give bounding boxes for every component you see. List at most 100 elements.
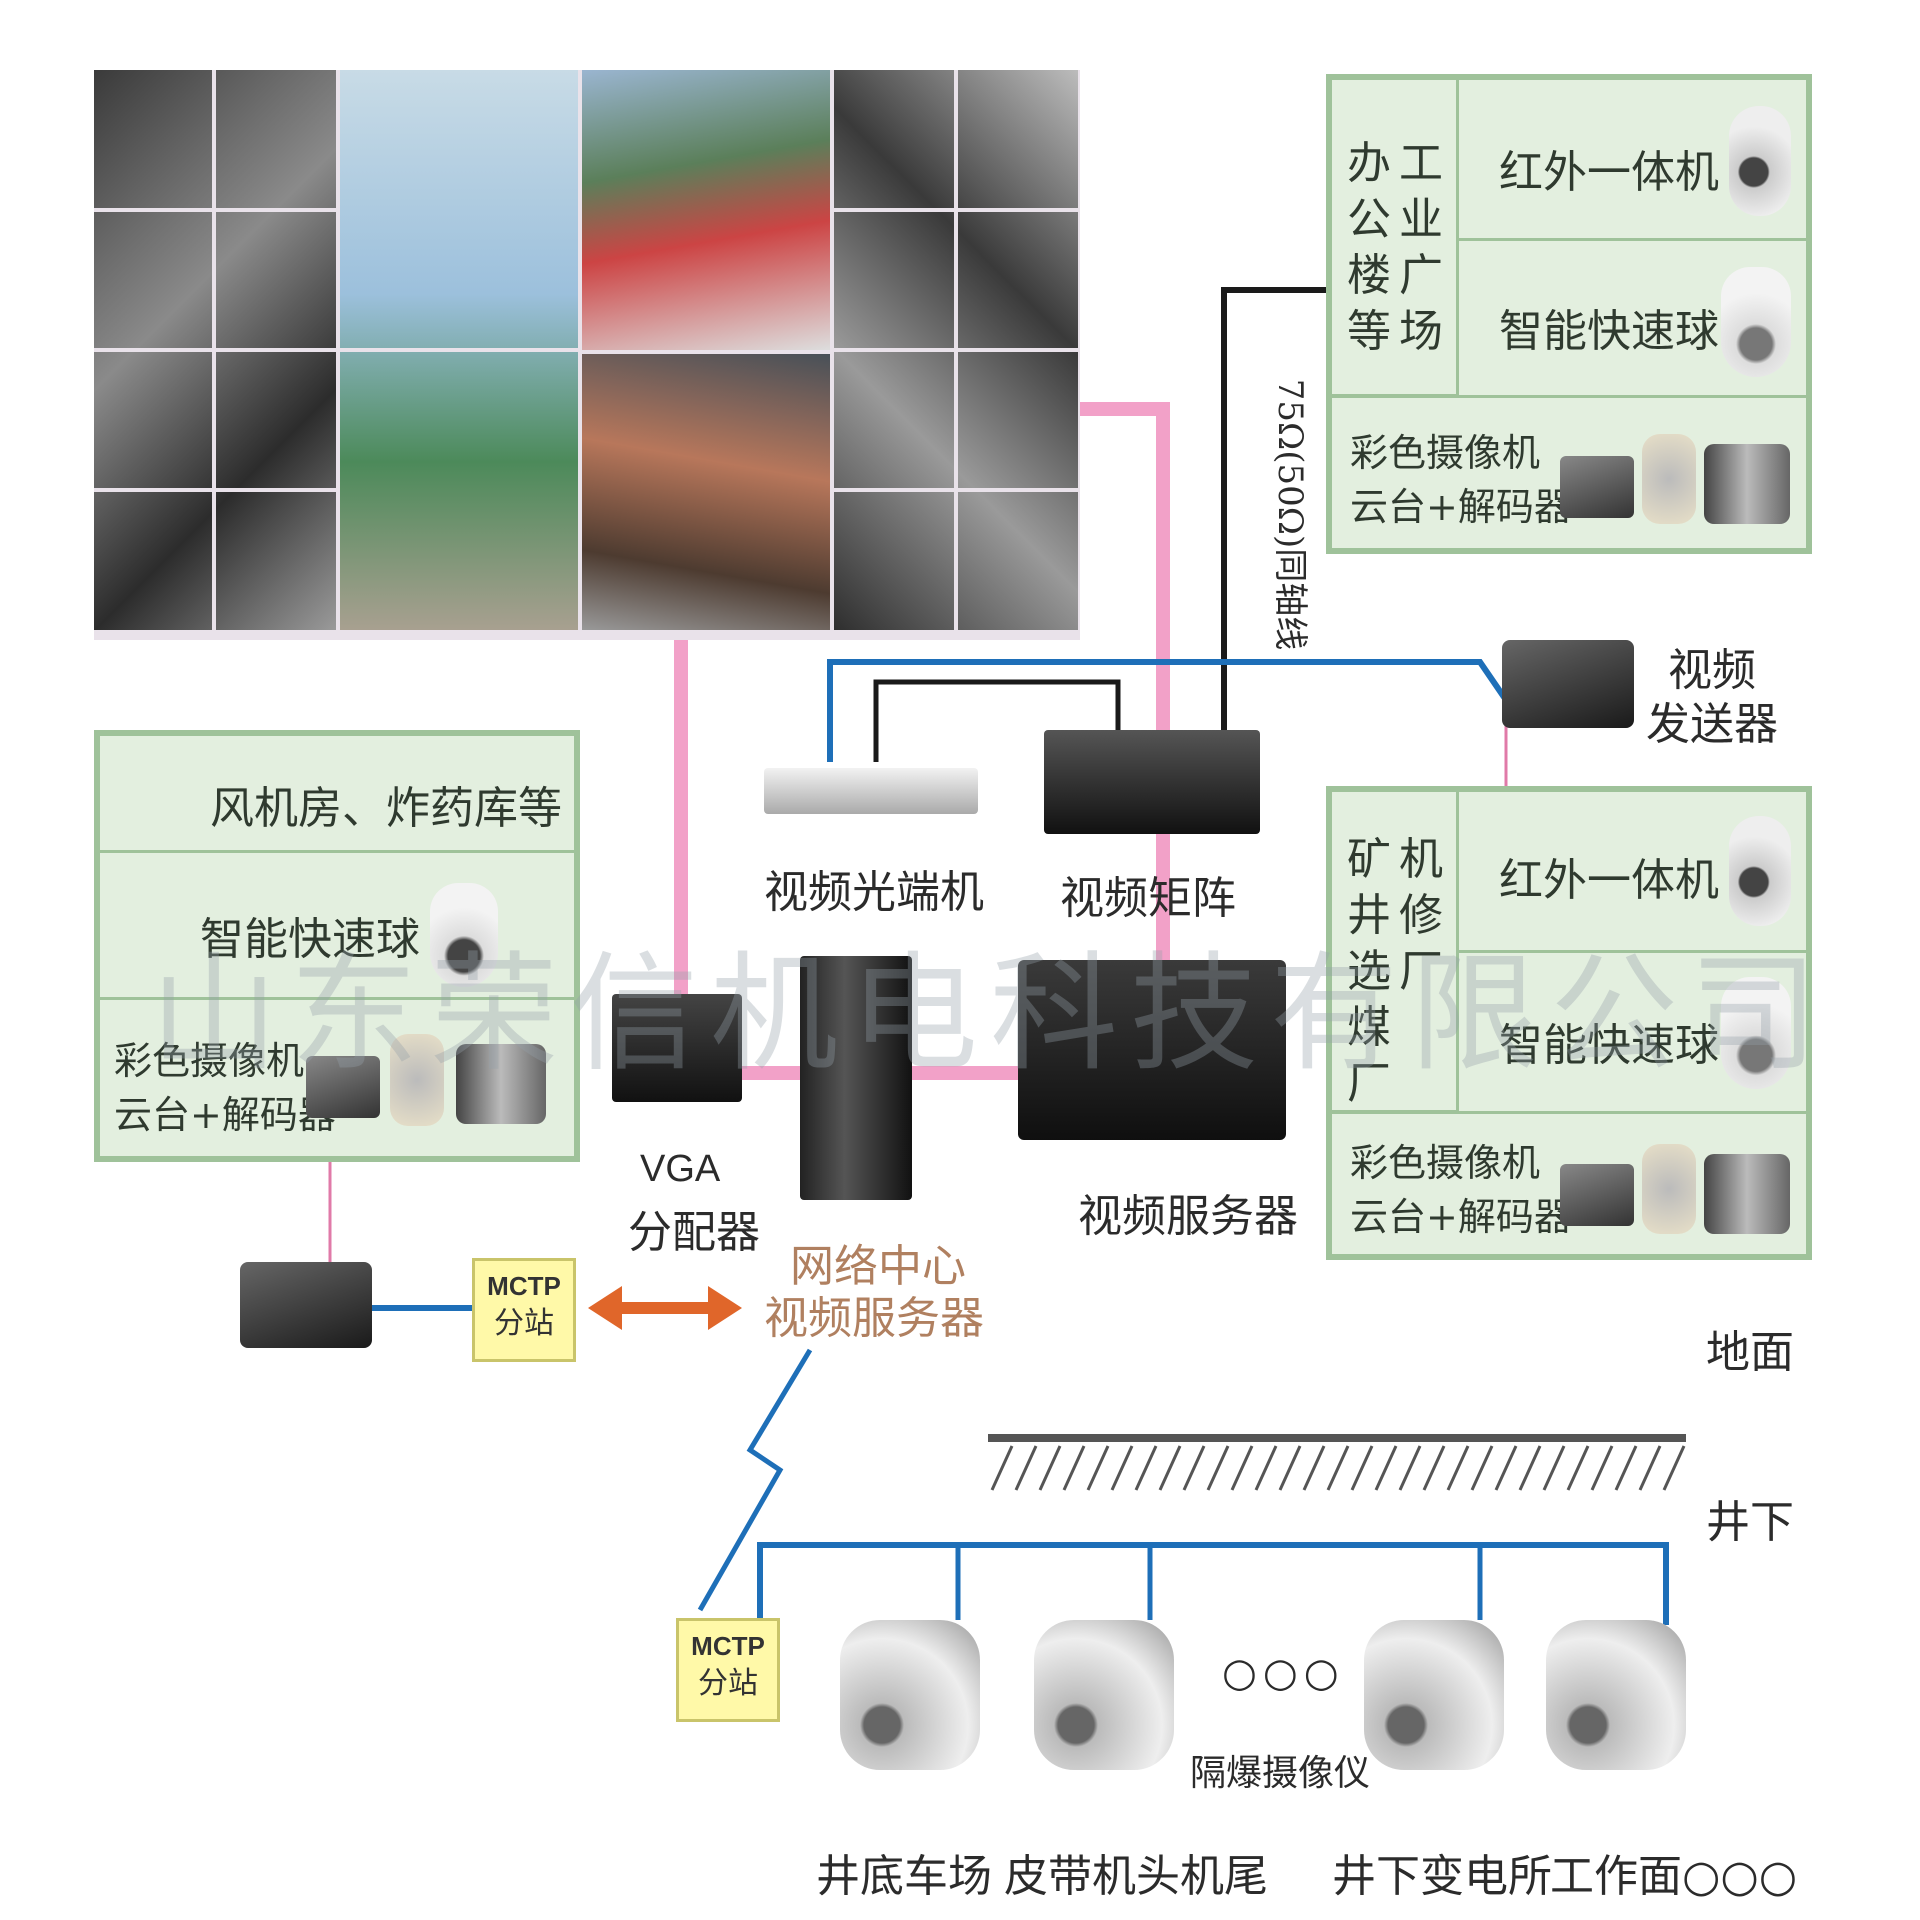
video-wall-grid (94, 70, 1078, 630)
hatch-mark (1326, 1445, 1350, 1491)
ptz-decoder-label: 云台+解码器 (1350, 485, 1572, 529)
mine-speed-dome-icon (1721, 977, 1791, 1089)
hatch-mark (1086, 1445, 1110, 1491)
hatch-mark (1302, 1445, 1326, 1491)
panel-office-area: 办公楼等 工业广场 红外一体机 智能快速球 彩色摄像机 云台+解码器 (1326, 74, 1812, 554)
video-optical-device (764, 768, 978, 814)
fan-room-header: 风机房、炸药库等 (97, 733, 577, 853)
watermark: 山东荣信机电科技有限公司 (150, 940, 1831, 1089)
fan-row-color: 彩色摄像机 云台+解码器 (97, 997, 577, 1159)
location-label: 井底车场 (816, 1851, 992, 1902)
video-sender-device (1502, 640, 1634, 728)
hatch-mark (1566, 1445, 1590, 1491)
camera-feed-landscape (582, 70, 830, 350)
hatch-mark (1350, 1445, 1374, 1491)
ground-hatch (990, 1445, 1686, 1491)
ground-label: 地面 (1706, 1327, 1794, 1378)
fan-speed-dome-label: 智能快速球 (200, 914, 420, 965)
fan-ptz-icon (390, 1034, 444, 1126)
pink-link-wall-vga (674, 640, 688, 1020)
speed-dome-icon (1721, 267, 1791, 377)
orange-arrow-left (588, 1286, 622, 1330)
camera-feed-street (582, 354, 830, 630)
pink-link-wall-matrix (1080, 402, 1170, 416)
hatch-mark (1494, 1445, 1518, 1491)
server-tower-device (800, 956, 912, 1200)
explosion-camera-icon (1364, 1620, 1504, 1770)
hatch-mark (1470, 1445, 1494, 1491)
explosion-camera-icon (840, 1620, 980, 1770)
color-camera-label: 彩色摄像机 (1350, 431, 1541, 475)
hatch-mark (1518, 1445, 1542, 1491)
hatch-mark (1278, 1445, 1302, 1491)
hatch-mark (1614, 1445, 1638, 1491)
net-center-label-2: 视频服务器 (764, 1293, 984, 1344)
ptz-icon (1642, 434, 1696, 524)
video-sender-label-1: 视频 (1668, 645, 1756, 696)
hatch-mark (1230, 1445, 1254, 1491)
fan-room-header-label: 风机房、炸药库等 (210, 783, 562, 834)
vga-label-2: 分配器 (628, 1207, 760, 1258)
hatch-mark (1134, 1445, 1158, 1491)
hatch-mark (1398, 1445, 1422, 1491)
mine-decoder-box-icon (1560, 1164, 1634, 1226)
panel-fan-room: 风机房、炸药库等 智能快速球 彩色摄像机 云台+解码器 (94, 730, 580, 1162)
hatch-mark (1590, 1445, 1614, 1491)
explosion-camera-icon (1546, 1620, 1686, 1770)
location-label: 井下变电所 (1332, 1851, 1552, 1902)
explosion-camera-label: 隔爆摄像仪 (1190, 1753, 1371, 1794)
hatch-mark (1638, 1445, 1662, 1491)
mctp-label-2: MCTP (691, 1631, 765, 1661)
mine-speed-dome-label: 智能快速球 (1499, 1020, 1719, 1071)
underground-label: 井下 (1706, 1497, 1794, 1548)
office-side-label: 办公楼等 (1347, 138, 1391, 357)
fan-row-speeddome: 智能快速球 (97, 850, 577, 1000)
blue-cable-top (827, 659, 1509, 762)
ir-dome-camera-icon (1729, 106, 1791, 216)
fan-decoder-box-icon (306, 1056, 380, 1118)
optical-label: 视频光端机 (764, 867, 984, 918)
wireless-link (697, 1348, 813, 1612)
office-row-speeddome: 智能快速球 (1456, 238, 1809, 398)
hatch-mark (1182, 1445, 1206, 1491)
location-label: 皮带机头机尾 (1004, 1851, 1268, 1902)
video-wall (94, 70, 1080, 640)
underground-bus (757, 1542, 1669, 1625)
mctp-sub-1: 分站 (494, 1306, 554, 1341)
matrix-label: 视频矩阵 (1060, 873, 1236, 924)
panel-mine-area: 矿井选煤厂等 机修厂 红外一体机 智能快速球 彩色摄像机 云台+解码器 (1326, 786, 1812, 1260)
fan-color-camera-icon (456, 1044, 546, 1124)
left-sender-device (240, 1262, 372, 1348)
mctp-sub-2: 分站 (698, 1666, 758, 1701)
fan-color-camera-label: 彩色摄像机 (114, 1039, 305, 1083)
mine-ir-label: 红外一体机 (1499, 855, 1719, 906)
hatch-mark (1014, 1445, 1038, 1491)
hatch-mark (990, 1445, 1014, 1491)
hatch-mark (1254, 1445, 1278, 1491)
mine-row-ir: 红外一体机 (1456, 789, 1809, 953)
location-label: 工作面○○○ (1550, 1851, 1798, 1902)
mine-ptz-decoder-label: 云台+解码器 (1350, 1195, 1572, 1239)
net-center-label-1: 网络中心 (790, 1241, 966, 1292)
hatch-mark (1446, 1445, 1470, 1491)
decoder-box-icon (1560, 456, 1634, 518)
hatch-mark (1038, 1445, 1062, 1491)
repair-side-label: 机修厂 (1399, 834, 1443, 997)
hatch-mark (1158, 1445, 1182, 1491)
mine-color-camera-label: 彩色摄像机 (1350, 1141, 1541, 1185)
hatch-mark (1662, 1445, 1686, 1491)
mine-ptz-icon (1642, 1144, 1696, 1234)
fan-speed-dome-icon (430, 883, 498, 987)
fan-ptz-decoder-label: 云台+解码器 (114, 1093, 336, 1137)
video-server-device (1018, 960, 1286, 1140)
hatch-mark (1374, 1445, 1398, 1491)
coax-label: 75Ω(50Ω)同轴线 (1270, 378, 1311, 651)
hatch-mark (1422, 1445, 1446, 1491)
mctp-station-underground: MCTP 分站 (676, 1618, 780, 1722)
mine-color-camera-icon (1704, 1154, 1790, 1234)
mine-ir-dome-icon (1729, 816, 1791, 926)
mctp-station-surface: MCTP 分站 (472, 1258, 576, 1362)
hatch-mark (1542, 1445, 1566, 1491)
hatch-mark (1062, 1445, 1086, 1491)
office-row-color: 彩色摄像机 云台+解码器 (1329, 395, 1809, 551)
